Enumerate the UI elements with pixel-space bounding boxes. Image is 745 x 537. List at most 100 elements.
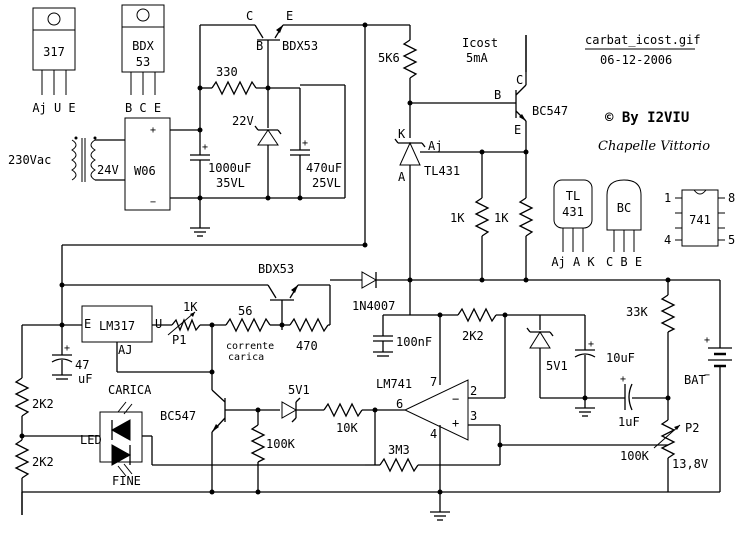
- r2k2-amp: 2K2: [462, 329, 484, 343]
- led-bicolor: [99, 401, 143, 477]
- zener-5v1-low: 5V1: [288, 383, 310, 397]
- bridge-label: W06: [134, 164, 156, 178]
- bdx53-top-name: BDX53: [282, 39, 318, 53]
- icost-title: Icost: [462, 36, 498, 50]
- c100n-label: 100nF: [396, 335, 432, 349]
- lm317-e: E: [84, 317, 91, 331]
- opamp-pin7: 7: [430, 375, 437, 389]
- bdx53-top-c: C: [246, 9, 253, 23]
- opamp-pin3: 3: [470, 409, 477, 423]
- svg-text:+: +: [588, 339, 594, 350]
- svg-text:+: +: [150, 125, 156, 136]
- package-741-pin1: 1: [664, 191, 671, 205]
- mains-voltage: 230Vac: [8, 153, 51, 167]
- bc547-top-c: C: [516, 73, 523, 87]
- led-fine: FINE: [112, 474, 141, 488]
- bdx53-top-b: B: [256, 39, 263, 53]
- svg-text:+: +: [64, 343, 70, 354]
- corrente-label: corrente: [226, 341, 274, 352]
- transistor-bc547-low: [211, 389, 258, 492]
- author-signature: Chapelle Vittorio: [598, 139, 710, 154]
- package-bdx53-pins: B C E: [125, 101, 161, 115]
- battery: [708, 347, 732, 368]
- opamp-pin6: 6: [396, 397, 403, 411]
- bc547-low-name: BC547: [160, 409, 196, 423]
- r2k2-top: 2K2: [32, 397, 54, 411]
- package-bc-title: BC: [617, 201, 631, 215]
- svg-text:−: −: [150, 197, 156, 208]
- c2-value: 470uF: [306, 161, 342, 175]
- vout-label: 13,8V: [672, 457, 708, 471]
- r33k-label: 33K: [626, 305, 648, 319]
- r56-label: 56: [238, 304, 252, 318]
- c47-unit: uF: [78, 372, 92, 386]
- c47-value: 47: [75, 358, 89, 372]
- package-317: 317 Aj U E: [32, 7, 76, 115]
- bc547-top-e: E: [514, 123, 521, 137]
- r100k-amp: 100K: [620, 449, 650, 463]
- lm317-name: LM317: [99, 319, 135, 333]
- zener-5v1-amp: 5V1: [546, 359, 568, 373]
- transformer: [71, 136, 125, 182]
- opamp-pin2: 2: [470, 384, 477, 398]
- package-741-pin8: 8: [728, 191, 735, 205]
- author-credit: © By I2VIU: [605, 110, 689, 126]
- package-741-pin4: 4: [664, 233, 671, 247]
- icost-current: 5mA: [466, 51, 488, 65]
- battery-label: BAT: [684, 373, 706, 387]
- r470-label: 470: [296, 339, 318, 353]
- r1k-a: 1K: [450, 211, 465, 225]
- package-tl431-title2: 431: [562, 205, 584, 219]
- c1-value: 1000uF: [208, 161, 251, 175]
- package-317-pins: Aj U E: [32, 101, 75, 115]
- tl431-name: TL431: [424, 164, 460, 178]
- bc547-top-b: B: [494, 88, 501, 102]
- bridge-rectifier: W06 + −: [124, 117, 171, 211]
- r2k2-bottom: 2K2: [32, 455, 54, 469]
- c1-rating: 35VL: [216, 176, 245, 190]
- p1-name: P1: [172, 333, 186, 347]
- package-bdx53: BDX 53 B C E: [121, 4, 165, 115]
- r1k-b: 1K: [494, 211, 509, 225]
- tl431-aj: Aj: [428, 139, 442, 153]
- p2-label: P2: [685, 421, 699, 435]
- tl431-symbol: [394, 138, 440, 280]
- svg-text:−: −: [704, 370, 710, 381]
- package-tl431: TL 431 Aj A K: [551, 179, 595, 269]
- opamp-minus: −: [452, 392, 459, 406]
- carica-label: carica: [228, 352, 264, 363]
- led-carica: CARICA: [108, 383, 152, 397]
- package-bdx53-title2: 53: [136, 55, 150, 69]
- bdx53-top-e: E: [286, 9, 293, 23]
- opamp-name: LM741: [376, 377, 412, 391]
- c2-rating: 25VL: [312, 176, 341, 190]
- led-label: LED: [80, 433, 102, 447]
- file-name: carbat_icost.gif: [585, 33, 701, 47]
- svg-text:+: +: [302, 138, 308, 149]
- svg-text:+: +: [620, 374, 626, 385]
- package-741-pin5: 5: [728, 233, 735, 247]
- transistor-bc547-top: [500, 35, 527, 150]
- regulator-lm317: LM317: [81, 305, 153, 343]
- svg-text:+: +: [202, 142, 208, 153]
- bc547-top-name: BC547: [532, 104, 568, 118]
- secondary-voltage: 24V: [97, 163, 119, 177]
- r330-label: 330: [216, 65, 238, 79]
- opamp-plus: +: [452, 416, 459, 430]
- c1u-label: 1uF: [618, 415, 640, 429]
- r100k-low: 100K: [266, 437, 296, 451]
- zener-22v: 22V: [232, 114, 254, 128]
- p1-value: 1K: [183, 300, 198, 314]
- r10k-label: 10K: [336, 421, 358, 435]
- package-bc-pins: C B E: [606, 255, 642, 269]
- file-date: 06-12-2006: [600, 53, 672, 67]
- bdx53-mid-name: BDX53: [258, 262, 294, 276]
- package-317-title: 317: [43, 45, 65, 59]
- package-bc: BC C B E: [606, 179, 642, 269]
- package-741: 741 1 8 4 5: [664, 189, 735, 247]
- lm317-aj: AJ: [118, 343, 132, 357]
- r3m3-label: 3M3: [388, 443, 410, 457]
- c10u-label: 10uF: [606, 351, 635, 365]
- transistor-bdx53-top: [254, 24, 284, 88]
